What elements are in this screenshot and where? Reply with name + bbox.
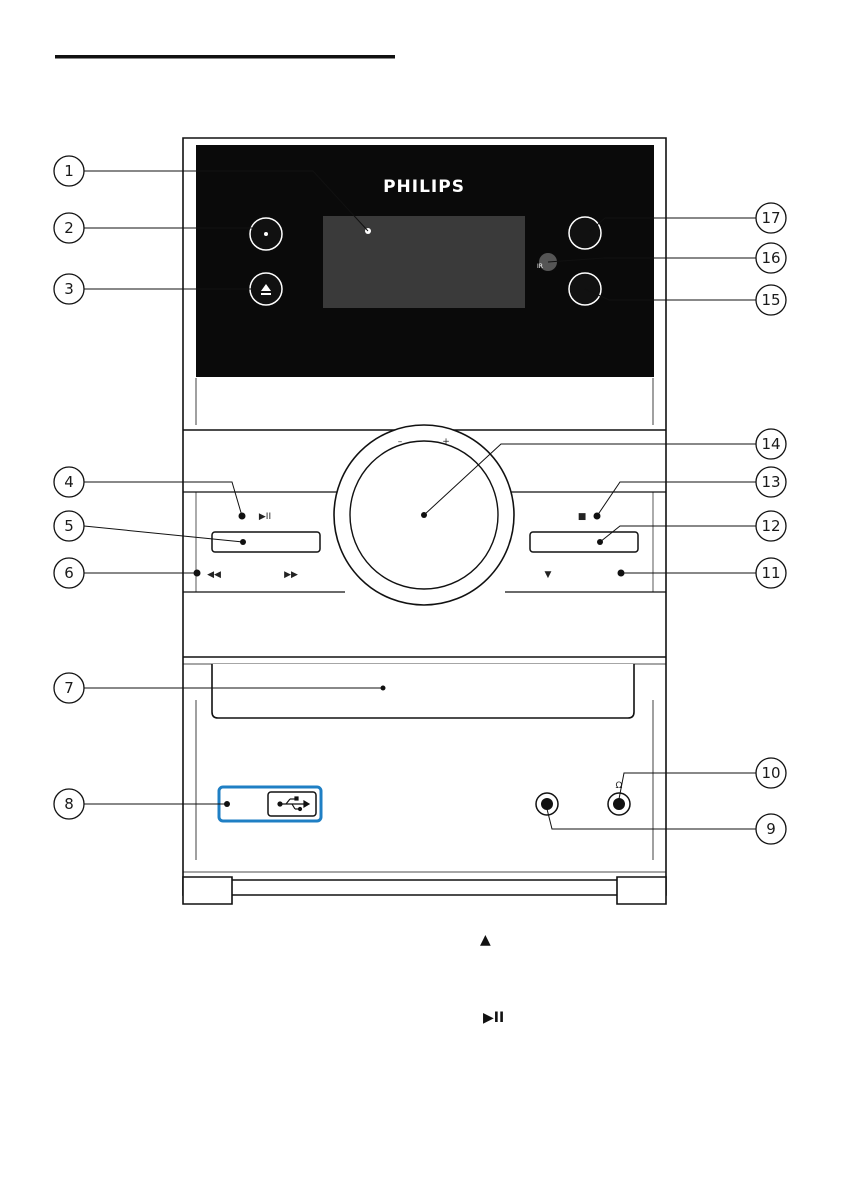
play-pause-label: ▶II [259,512,271,522]
svg-text:15: 15 [761,291,780,309]
mp3-link-jack-hole [541,798,553,810]
callout-4: 4 [53,466,85,498]
eject-icon [261,284,271,295]
callout-2: 2 [53,212,85,244]
source-button[interactable] [568,216,602,250]
preset-album-button-right[interactable] [529,531,639,553]
svg-text:4: 4 [64,473,74,491]
callout-6: 6 [53,557,85,589]
next-label: ▶▶ [284,570,298,580]
legend-eject-symbol: ▲ [480,932,491,948]
volume-minus-label: – [398,437,403,447]
callout-11: 11 [755,557,787,589]
heading-rule [55,55,395,59]
brand-logo: PHILIPS [383,177,465,197]
down-label: ▼ [545,570,552,580]
headphone-jack-hole [613,798,625,810]
svg-text:13: 13 [761,473,780,491]
svg-text:7: 7 [64,679,74,697]
svg-text:2: 2 [64,219,74,237]
svg-text:14: 14 [761,435,780,453]
svg-text:12: 12 [761,517,780,535]
callout-16: 16 [755,242,787,274]
svg-text:11: 11 [761,564,780,582]
stop-label: ■ [578,512,587,522]
legend-play-pause-icon: ▶II [483,1010,504,1026]
svg-text:6: 6 [64,564,74,582]
headphone-icon: Ω [616,781,623,791]
svg-text:3: 3 [64,280,74,298]
volume-plus-label: + [442,437,450,447]
callouts: 1 2 3 4 5 6 7 8 9 10 11 12 13 14 15 16 1… [53,155,787,845]
callout-10: 10 [755,757,787,789]
preset-album-button-left[interactable] [211,531,321,553]
callout-14: 14 [755,428,787,460]
svg-text:5: 5 [64,517,74,535]
callout-8: 8 [53,788,85,820]
callout-1: 1 [53,155,85,187]
callout-9: 9 [755,813,787,845]
svg-text:17: 17 [761,209,780,227]
callout-15: 15 [755,284,787,316]
callout-5: 5 [53,510,85,542]
power-icon [264,232,268,236]
disc-tray[interactable] [211,664,635,719]
callout-7: 7 [53,672,85,704]
usb-icon [277,796,311,812]
ir-label: IR [537,263,543,270]
callout-12: 12 [755,510,787,542]
callout-3: 3 [53,273,85,305]
leader-lines [83,170,756,830]
svg-text:1: 1 [64,162,74,180]
svg-text:10: 10 [761,764,780,782]
callout-17: 17 [755,202,787,234]
display-screen [323,216,525,308]
svg-text:16: 16 [761,249,780,267]
svg-text:9: 9 [766,820,776,838]
control-strip [183,491,666,593]
callout-13: 13 [755,466,787,498]
legend-play-pause-symbol: ▶II [483,1010,505,1026]
legend-eject-icon: ▲ [480,932,491,948]
svg-text:8: 8 [64,795,74,813]
prev-label: ◀◀ [207,570,221,580]
